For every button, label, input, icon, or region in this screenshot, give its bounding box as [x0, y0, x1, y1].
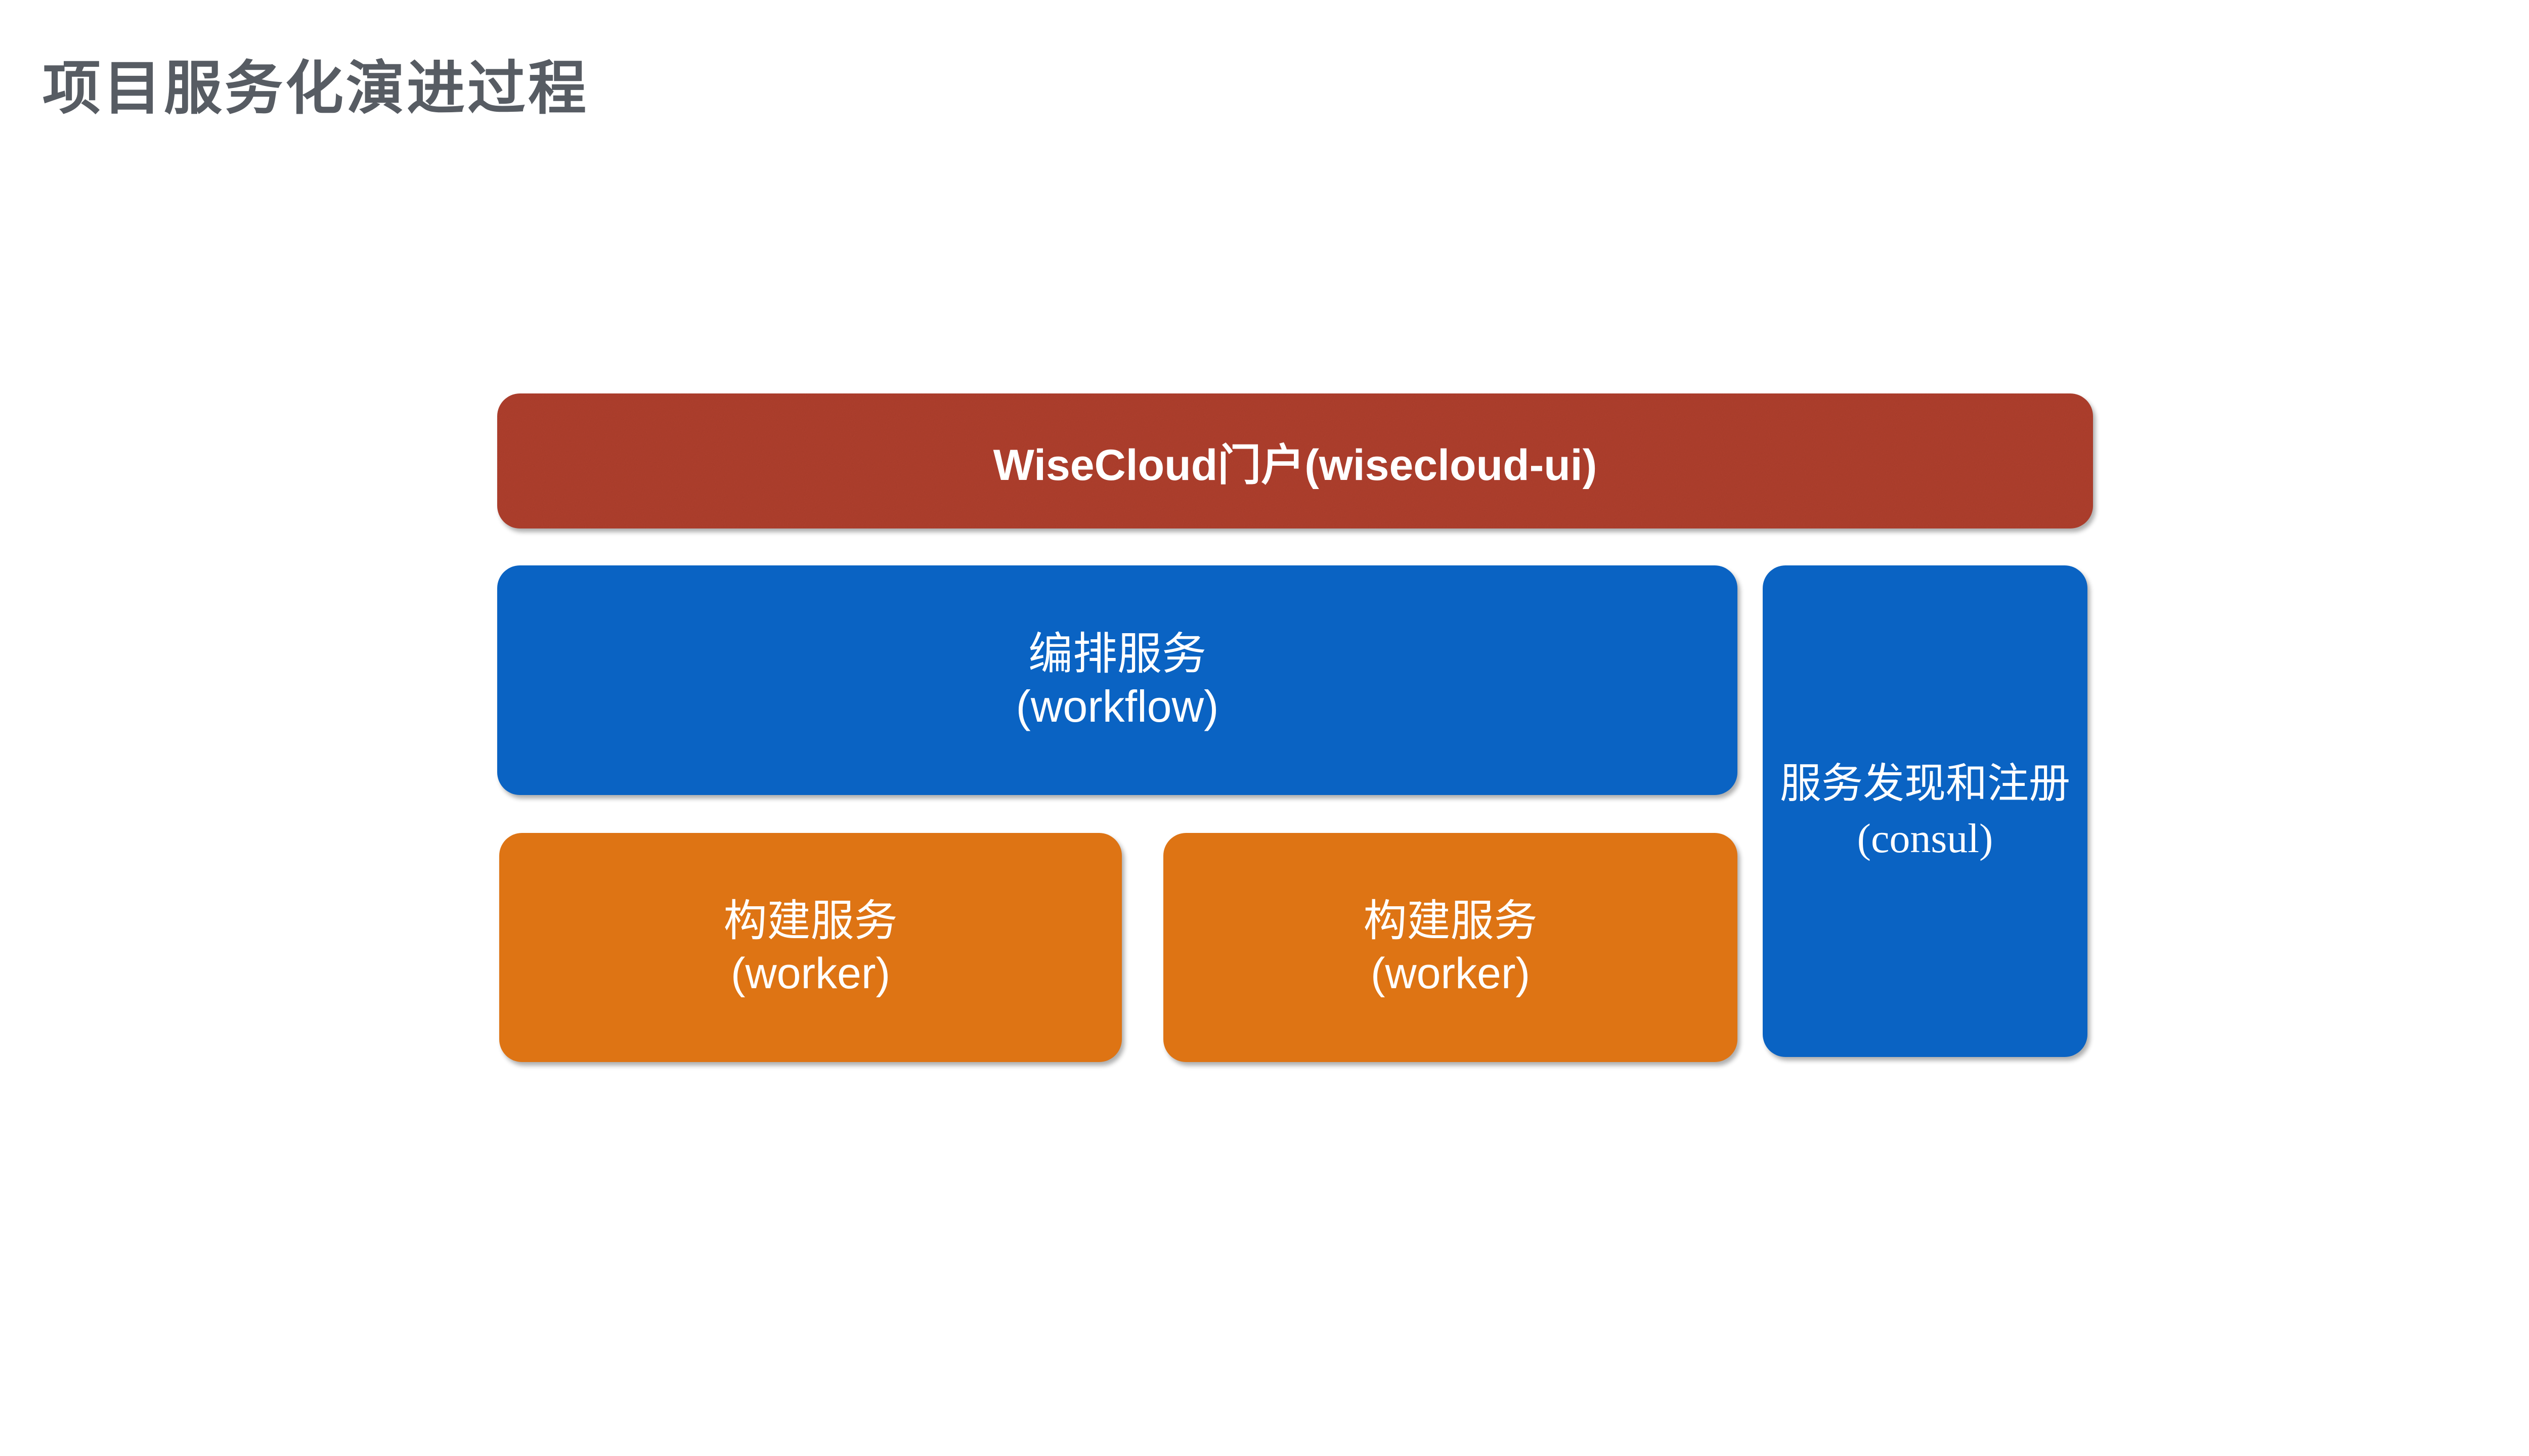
workflow-label-en: (workflow) — [1016, 681, 1219, 731]
worker-1-label-cn: 构建服务 — [723, 897, 898, 946]
consul-box: 服务发现和注册 (consul) — [1763, 565, 2087, 1057]
worker-2-label-en: (worker) — [1370, 949, 1531, 998]
slide-title: 项目服务化演进过程 — [42, 56, 589, 121]
worker-2-label-cn: 构建服务 — [1363, 897, 1538, 946]
worker-box-1: 构建服务 (worker) — [499, 833, 1122, 1062]
portal-label: WiseCloud门户(wisecloud-ui) — [993, 441, 1597, 490]
worker-1-label-en: (worker) — [730, 949, 891, 998]
consul-label-en: (consul) — [1857, 815, 1993, 861]
worker-box-2: 构建服务 (worker) — [1163, 833, 1737, 1062]
workflow-label-cn: 编排服务 — [1028, 629, 1206, 679]
workflow-box: 编排服务 (workflow) — [497, 565, 1737, 795]
portal-box: WiseCloud门户(wisecloud-ui) — [497, 393, 2093, 528]
consul-label-cn: 服务发现和注册 — [1779, 760, 2070, 807]
